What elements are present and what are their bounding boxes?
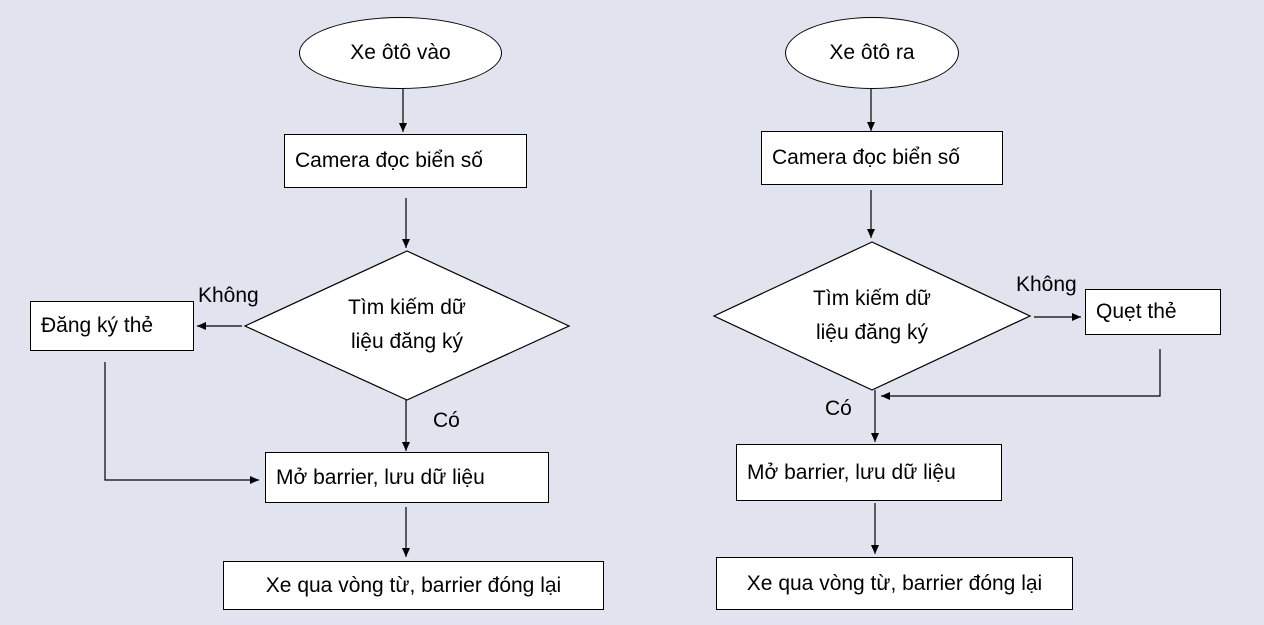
register-card-label: Đăng ký thẻ (41, 314, 154, 337)
decision-text-left: Tìm kiếm dữ liệu đăng ký (307, 291, 507, 359)
decision-line1-right: Tìm kiếm dữ (813, 287, 931, 310)
open-barrier-box-left: Mở barrier, lưu dữ liệu (265, 452, 549, 503)
decision-line1-left: Tìm kiếm dữ (348, 296, 466, 319)
no-label-left: Không (198, 284, 259, 307)
open-barrier-label-right: Mở barrier, lưu dữ liệu (747, 460, 956, 484)
close-barrier-label-left: Xe qua vòng từ, barrier đóng lại (265, 573, 562, 597)
register-card-box: Đăng ký thẻ (30, 301, 194, 351)
close-barrier-box-right: Xe qua vòng từ, barrier đóng lại (716, 557, 1073, 610)
no-label-right: Không (1016, 273, 1077, 296)
yes-label-left: Có (433, 409, 460, 432)
close-barrier-box-left: Xe qua vòng từ, barrier đóng lại (223, 561, 604, 610)
camera-label-right: Camera đọc biển số (772, 146, 960, 169)
close-barrier-label-right: Xe qua vòng từ, barrier đóng lại (746, 571, 1043, 595)
arrow-swipe-to-open-right (881, 349, 1161, 400)
decision-text-right: Tìm kiếm dữ liệu đăng ký (772, 282, 972, 350)
decision-line2-left: liệu đăng ký (350, 330, 464, 353)
start-label-left: Xe ôtô vào (350, 41, 451, 64)
yes-label-right: Có (825, 397, 852, 420)
camera-label-left: Camera đọc biển số (295, 149, 483, 172)
start-oval-left: Xe ôtô vào (299, 17, 502, 89)
camera-box-left: Camera đọc biển số (284, 134, 527, 188)
camera-box-right: Camera đọc biển số (761, 131, 1003, 185)
open-barrier-label-left: Mở barrier, lưu dữ liệu (276, 465, 485, 489)
open-barrier-box-right: Mở barrier, lưu dữ liệu (736, 444, 1002, 501)
arrow-register-to-open-left (104, 362, 259, 484)
start-oval-right: Xe ôtô ra (785, 17, 959, 89)
decision-diamond-left (243, 250, 571, 401)
swipe-card-box: Quẹt thẻ (1085, 289, 1221, 335)
start-label-right: Xe ôtô ra (829, 41, 915, 64)
swipe-card-label: Quẹt thẻ (1096, 300, 1177, 323)
decision-diamond-right (712, 241, 1032, 391)
decision-line2-right: liệu đăng ký (815, 321, 929, 344)
